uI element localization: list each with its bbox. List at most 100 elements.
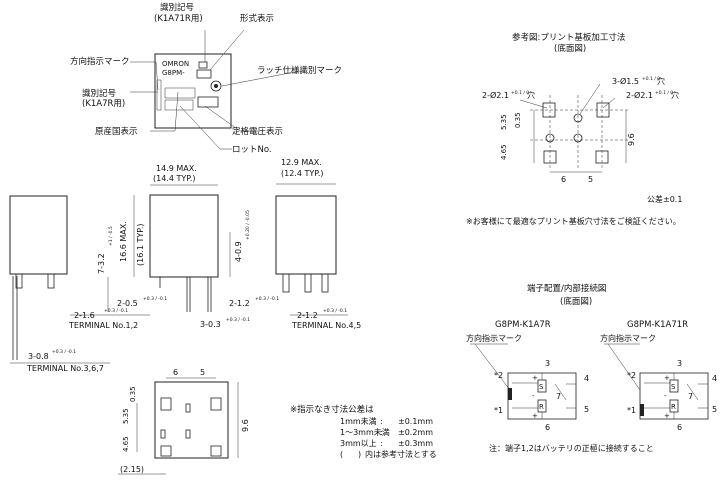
tol-row2-tol: ±0.2mm [398, 428, 433, 437]
left-set-label: S [539, 383, 544, 391]
left-minus: - [532, 392, 535, 400]
dim-3-08: 3-0.8 [28, 352, 49, 361]
left-pin-1: *1 [494, 406, 503, 415]
dim-7-3-tol: +1 / -0.5 [108, 226, 114, 246]
leader-latch [221, 69, 306, 87]
dim-4-09-tol: +0.20 / -0.05 [245, 210, 251, 240]
pcb-hole-b-suffix: 穴 [657, 76, 665, 86]
dim-2-16-tol: +0.3 / -0.1 [104, 308, 128, 314]
dim-2-05-tol: +0.3 / -0.1 [143, 296, 167, 302]
dim-2-05: 2-0.5 [117, 299, 138, 308]
terminal-subtitle: (底面図) [560, 296, 592, 307]
bottom-dim-5-text: 5 [200, 368, 205, 377]
tol-row1-sep: : [380, 417, 383, 426]
callout-direction-mark: 方向指示マーク [70, 56, 130, 67]
side-stripe [156, 79, 162, 111]
right-pin-6: 6 [677, 423, 682, 432]
schematic-left [470, 343, 577, 420]
left-coil-set [537, 379, 547, 393]
leader-direction [130, 61, 159, 91]
right-pin-7: 7 [688, 392, 693, 401]
terminal-note: 注：端子1,2はバッテリの正極に接続すること [489, 443, 654, 453]
right-pin-4: 4 [712, 374, 717, 383]
side-right-pin1 [282, 273, 290, 293]
leader-origin [150, 91, 179, 132]
dim-3-08-tol: +0.3 / -0.1 [52, 349, 76, 355]
left-pin-4: 4 [584, 374, 589, 383]
left-contact [554, 383, 567, 401]
pcb-hole-a-tol: +0.1 / 0 [511, 90, 529, 96]
dim-4-09: 4-0.9 [234, 241, 243, 262]
left-plus-top: + [532, 374, 538, 382]
voltage-box [197, 96, 219, 108]
right-minus: - [664, 392, 667, 400]
pcb-hole-c: 2-Ø2.1 [626, 90, 653, 100]
left-plus-bottom: + [532, 412, 538, 420]
callout-rated-voltage: 定格電圧表示 [232, 126, 283, 137]
right-dir-leader [607, 343, 641, 391]
leader-model [209, 29, 245, 71]
right-reset-label: R [671, 403, 676, 411]
pcb-hole-5 [573, 133, 583, 143]
dim-2-12b: 2-1.2 [297, 311, 318, 320]
right-set-label: S [671, 383, 676, 391]
pcb-dim-6: 6 [561, 175, 566, 184]
tol-row3-tol: ±0.3mm [398, 439, 433, 448]
bottom-dim-535: 5.35 [122, 408, 130, 424]
left-pin-6: 6 [545, 423, 550, 432]
height-max: 16.6 MAX. [119, 221, 128, 262]
right-pin-2: *2 [627, 371, 636, 380]
callout-id-k1a71r: 識別記号 [160, 2, 194, 13]
model-label: G8PM- [162, 69, 185, 77]
pcb-hole-7 [595, 150, 609, 164]
side-views [9, 183, 348, 364]
bottom-pin-3 [185, 403, 191, 413]
pcb-hole-2 [596, 102, 610, 118]
left-model-label: G8PM-K1A7R [495, 320, 551, 330]
pcb-hole-1 [542, 102, 556, 118]
top-view: OMRON G8PM- [130, 29, 306, 150]
bottom-dim-96: 9.6 [241, 419, 250, 432]
pcb-leader-a [519, 99, 548, 109]
left-pin-3: 3 [545, 359, 550, 368]
latch-mark-circle [210, 80, 222, 92]
left-pin-2: *2 [494, 371, 503, 380]
bottom-view [118, 377, 239, 475]
dim-2-12b-tol: +0.3 / -0.1 [323, 308, 347, 314]
tol-ref-note: 内は参考寸法とする [365, 449, 437, 459]
pcb-hole-6 [543, 150, 557, 164]
height-typ: (16.1 TYP.) [136, 224, 145, 267]
pcb-hole-3 [573, 113, 583, 123]
callout-id-k1a7r-sub: (K1A7R用) [82, 99, 125, 109]
pcb-hole-a: 2-Ø2.1 [482, 90, 509, 100]
side-left-pin-a [15, 273, 23, 289]
dim-7-3: 7-3.2 [97, 253, 106, 274]
bottom-pin-4 [160, 429, 166, 439]
side-view-center-body [149, 194, 219, 278]
pcb-hole-b: 3-Ø1.5 [612, 76, 639, 86]
callout-latch-mark: ラッチ仕様識別マーク [257, 65, 342, 76]
origin-box [164, 87, 196, 99]
pcb-drawing [519, 83, 630, 173]
bottom-pin-7 [160, 445, 172, 457]
dim-2-12a: 2-1.2 [229, 299, 250, 308]
width-main-typ: (14.4 TYP.) [153, 174, 196, 183]
pcb-leader-c [602, 97, 616, 109]
side-left-pin-b [47, 273, 55, 289]
pcb-dim-5: 5 [588, 175, 593, 184]
bottom-pin-6 [210, 445, 222, 457]
tol-row2-range: 1〜3mm未満 [340, 427, 390, 437]
side-right-pin2 [304, 273, 312, 293]
callout-origin: 原産国表示 [95, 126, 138, 137]
pcb-leader-b [579, 83, 601, 115]
right-pin-5: 5 [712, 405, 717, 414]
tol-row2-sep: : [380, 428, 383, 437]
terminal-12: TERMINAL No.1,2 [68, 321, 138, 330]
leader-lot [179, 105, 232, 150]
pcb-hole-a-suffix: 穴 [527, 90, 535, 100]
callout-id-k1a71r-sub: (K1A71R用) [154, 14, 203, 24]
bottom-dim-6-text: 6 [173, 368, 178, 377]
pcb-hole-b-tol: +0.1 / 0 [642, 76, 660, 82]
side-right-pin3 [321, 273, 329, 293]
